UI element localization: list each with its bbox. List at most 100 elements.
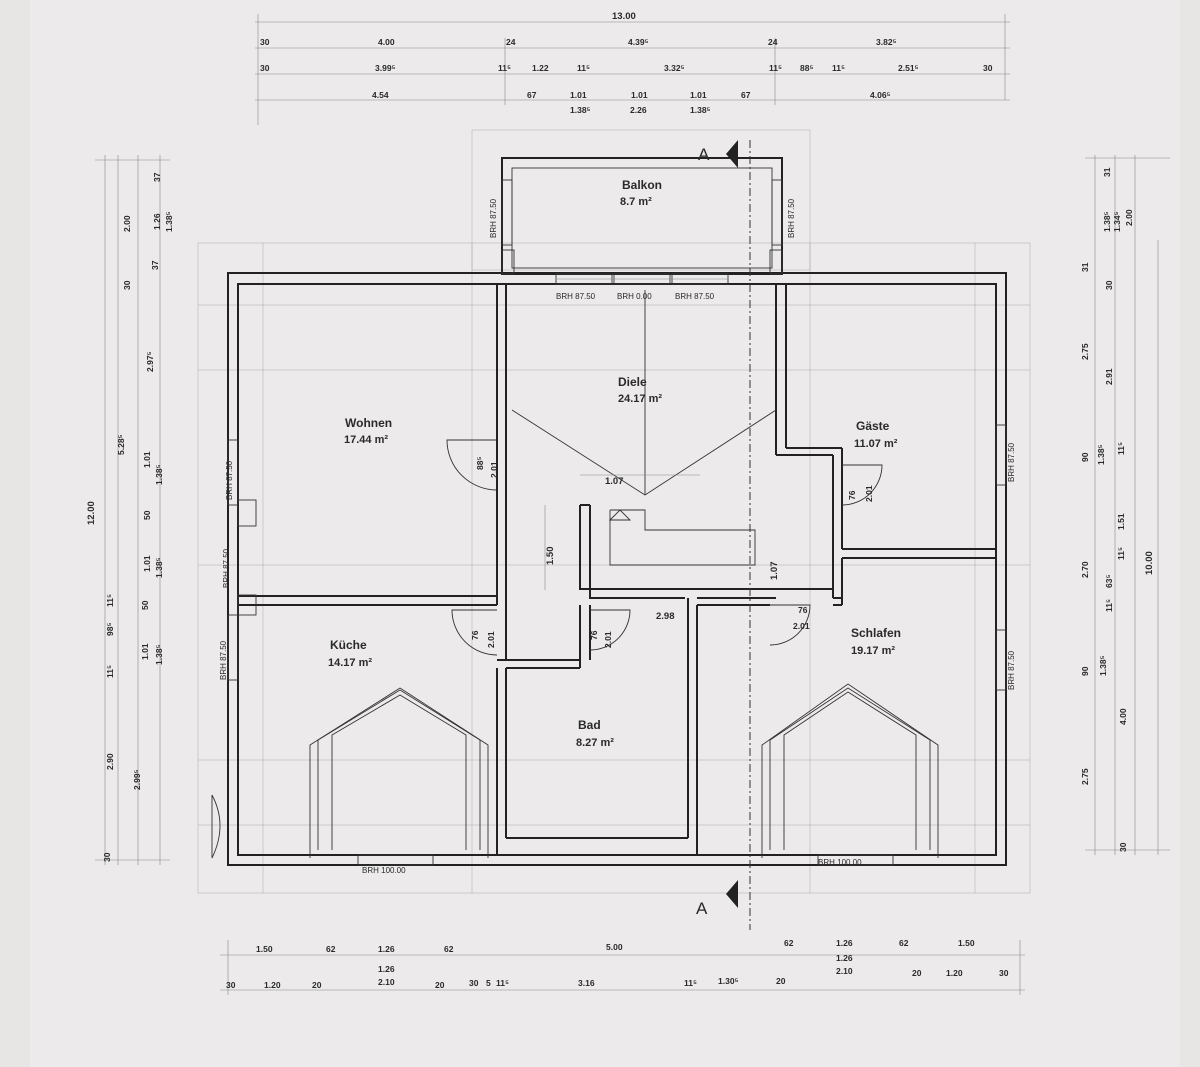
dim-label: 11⁵ [496, 978, 509, 988]
dim-text-left: 12.00 5.28⁵ 2.90 2.00 30 2.97⁵ 1.01 50 1… [86, 172, 174, 862]
dim-label: 67 [527, 90, 537, 100]
dim-label: 2.51⁵ [898, 63, 919, 73]
dim-label: 2.70 [1080, 561, 1090, 578]
dim-door: 2.01 [864, 485, 874, 502]
room-bad-name: Bad [578, 718, 601, 732]
dim-length: 1.50 [545, 547, 556, 566]
dim-door: 88⁵ [475, 457, 485, 470]
dim-label: 1.34⁵ [1112, 211, 1122, 232]
dim-label: 2.99⁵ [132, 769, 142, 790]
room-wohnen-name: Wohnen [345, 416, 392, 430]
dim-lines-bottom [220, 940, 1025, 995]
reference-frame [197, 129, 1031, 894]
dim-label: 30 [122, 280, 132, 290]
dim-label: 1.20 [264, 980, 281, 990]
dim-label: 98⁵ [105, 623, 115, 636]
section-line [726, 140, 751, 930]
dim-door: 76 [589, 630, 599, 640]
dim-label: 62 [784, 938, 794, 948]
dim-label: 20 [312, 980, 322, 990]
brh-label: BRH 87.50 [556, 292, 596, 301]
dim-lines-top [255, 14, 1010, 125]
dim-label: 2.00 [1124, 209, 1134, 226]
room-balkon-name: Balkon [622, 178, 662, 192]
dim-label: 62 [899, 938, 909, 948]
dim-label: 88⁵ [800, 63, 813, 73]
dim-label: 4.39⁵ [628, 37, 649, 47]
dim-label: 4.00 [378, 37, 395, 47]
dim-label: 3.99⁵ [375, 63, 396, 73]
dim-label: 30 [226, 980, 236, 990]
dim-label: 1.01 [142, 555, 152, 572]
dim-label: 1.38⁵ [154, 464, 164, 485]
dim-label: 11⁵ [577, 63, 590, 73]
dim-door: 2.01 [489, 461, 499, 478]
window-labels: BRH 87.50 BRH 0.00 BRH 87.50 BRH 100.00 … [219, 198, 1016, 875]
dim-label: 63⁵ [1104, 575, 1114, 588]
dim-label: 5 [486, 978, 491, 988]
brh-label: BRH 100.00 [362, 866, 406, 875]
brh-label: BRH 100.00 [818, 858, 862, 867]
dim-label: 20 [435, 980, 445, 990]
dim-label: 1.01 [140, 643, 150, 660]
dim-label: 37 [150, 260, 160, 270]
dim-label: 4.54 [372, 90, 389, 100]
dim-label: 50 [140, 600, 150, 610]
dim-label: 2.97⁵ [145, 351, 155, 372]
brh-label: BRH 87.50 [489, 198, 498, 238]
interior-dims: 88⁵ 2.01 1.07 1.50 76 2.01 76 2.01 2.98 … [470, 457, 874, 648]
dim-door: 76 [798, 605, 808, 615]
dim-label: 1.51 [1116, 513, 1126, 530]
dim-label: 1.26 [836, 953, 853, 963]
brh-label: BRH 87.50 [219, 640, 228, 680]
dim-text-bottom: 1.50 62 1.26 62 5.00 62 1.26 62 1.50 1.2… [226, 938, 1009, 990]
dim-label: 1.26 [378, 944, 395, 954]
dim-label: 1.38⁵ [570, 105, 591, 115]
dim-label: 1.26 [152, 213, 162, 230]
dim-label: 2.75 [1080, 768, 1090, 785]
room-gaeste-area: 11.07 m² [854, 438, 898, 450]
dim-label: 1.20 [946, 968, 963, 978]
dim-label: 62 [444, 944, 454, 954]
dim-door: 2.01 [486, 631, 496, 648]
room-diele-area: 24.17 m² [618, 393, 662, 405]
dim-label: 2.75 [1080, 343, 1090, 360]
dim-label: 11⁵ [684, 978, 697, 988]
dim-label: 37 [152, 172, 162, 182]
dim-total-height: 10.00 [1144, 551, 1155, 575]
bay-windows [211, 683, 939, 859]
dim-text-top: 13.00 30 4.00 24 4.39⁵ 24 3.82⁵ 30 3.99⁵… [260, 11, 993, 115]
dim-door: 2.01 [603, 631, 613, 648]
room-wohnen-area: 17.44 m² [344, 434, 388, 446]
dim-label: 2.00 [122, 215, 132, 232]
dim-label: 11⁵ [498, 63, 511, 73]
dim-label: 2.10 [836, 966, 853, 976]
dim-label: 1.26 [378, 964, 395, 974]
brh-label: BRH 0.00 [617, 292, 652, 301]
dim-label: 67 [741, 90, 751, 100]
hall-lines [511, 290, 777, 590]
dim-label: 11⁵ [1116, 547, 1126, 560]
section-marker-top: A [698, 145, 710, 164]
dim-label: 1.50 [958, 938, 975, 948]
dim-label: 1.38⁵ [1102, 211, 1112, 232]
room-kueche-area: 14.17 m² [328, 657, 372, 669]
dim-label: 31 [1102, 167, 1112, 177]
door-swings [446, 439, 883, 656]
room-schlafen-name: Schlafen [851, 626, 901, 640]
dim-label: 1.38⁵ [1096, 444, 1106, 465]
dim-label: 1.38⁵ [690, 105, 711, 115]
dim-label: 4.06⁵ [870, 90, 891, 100]
dim-label: 62 [326, 944, 336, 954]
dim-label: 1.38⁵ [1098, 655, 1108, 676]
section-marker-bottom: A [696, 899, 708, 918]
dim-label: 90 [1080, 452, 1090, 462]
dim-label: 2.90 [105, 753, 115, 770]
dim-label: 30 [260, 63, 270, 73]
dim-label: 30 [1104, 280, 1114, 290]
dim-label: 3.82⁵ [876, 37, 897, 47]
dim-label: 30 [469, 978, 479, 988]
dim-label: 1.38⁵ [154, 644, 164, 665]
dim-label: 24 [506, 37, 516, 47]
